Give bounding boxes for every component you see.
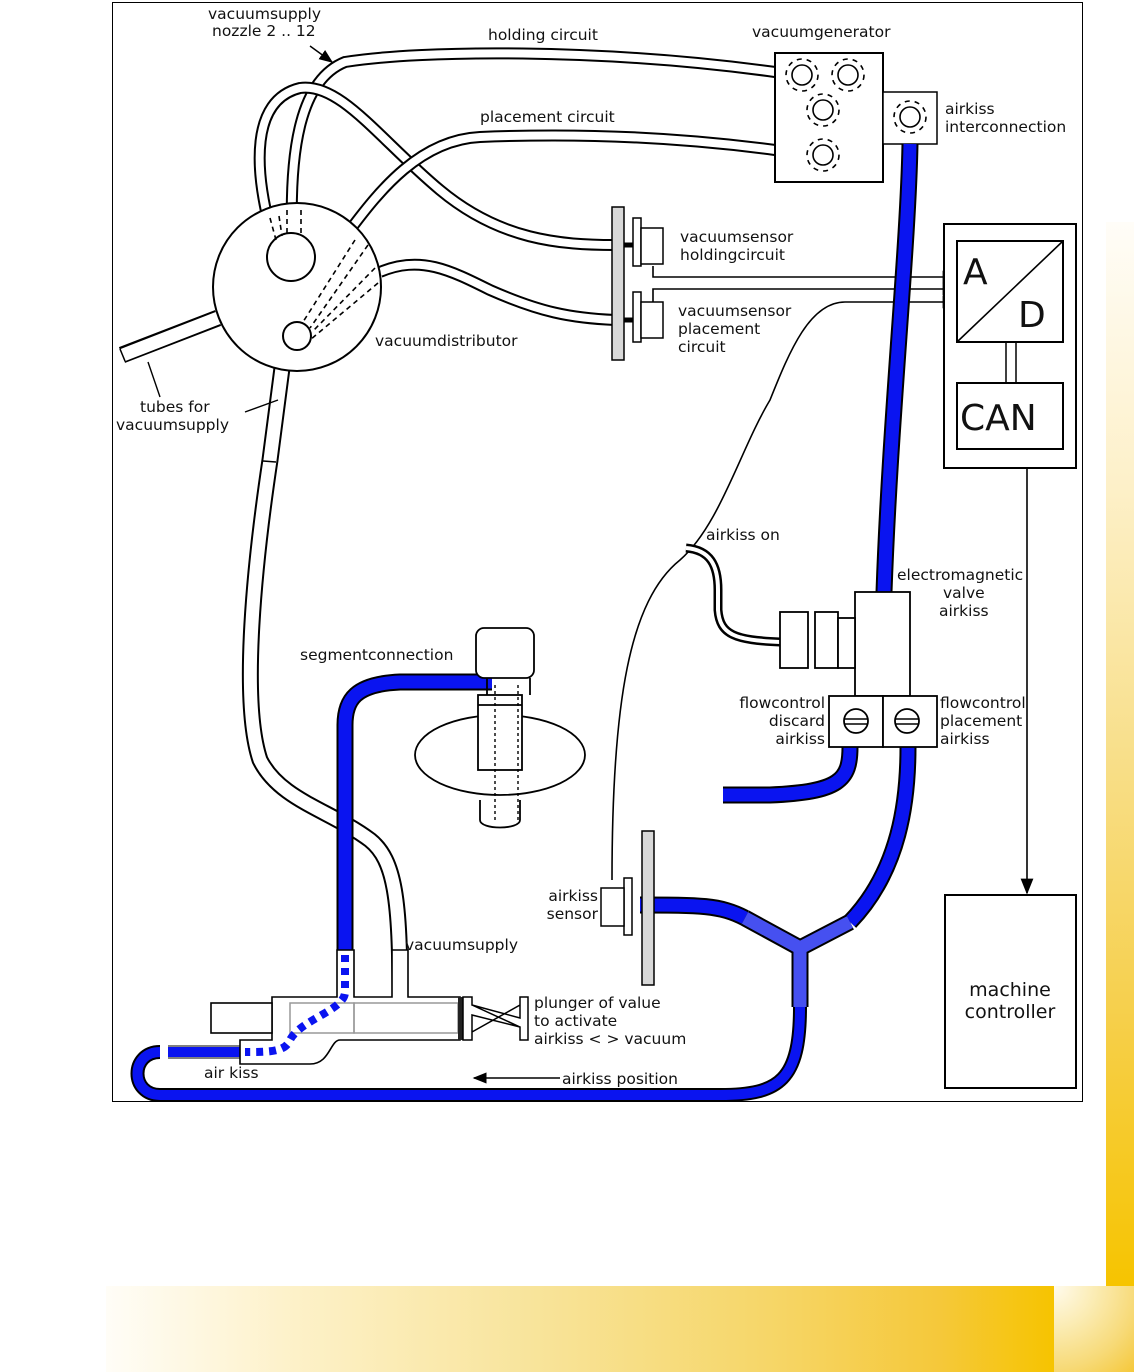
- label-fc-placement: flowcontrol: [940, 694, 1026, 712]
- generator-port: [791, 64, 813, 86]
- holding-circuit-tube: [285, 47, 776, 231]
- vacuum-generator: [774, 52, 938, 183]
- svg-text:airkiss: airkiss: [939, 602, 989, 620]
- generator-port: [812, 99, 834, 121]
- label-vacuumgenerator: vacuumgenerator: [752, 23, 891, 41]
- signal-line-airkiss-sensor: [611, 295, 959, 881]
- label-vacuumsensor-placement: vacuumsensor: [678, 302, 792, 320]
- generator-port: [837, 64, 859, 86]
- label-plunger: plunger of value: [534, 994, 661, 1012]
- machine-controller: [944, 894, 1077, 1089]
- vacuum-tubes: [118, 47, 776, 1001]
- generator-port: [812, 144, 834, 166]
- label-vacuumsupply-nozzle: vacuumsupply: [208, 5, 321, 23]
- label-airkiss-on: airkiss on: [706, 526, 780, 544]
- svg-text:to activate: to activate: [534, 1012, 617, 1030]
- signal-line-placement: [652, 282, 959, 302]
- y-connector: [740, 910, 854, 1007]
- decorative-right-bar: [1106, 222, 1134, 1286]
- label-can: CAN: [960, 398, 1037, 439]
- label-airkiss-sensor: airkiss: [548, 887, 598, 905]
- label-em-valve: electromagnetic: [897, 566, 1023, 584]
- holding-sensor-tube: [253, 81, 616, 251]
- label-placement-circuit: placement circuit: [480, 108, 615, 126]
- placement-sensor-tube: [377, 258, 616, 326]
- svg-text:vacuumsupply: vacuumsupply: [116, 416, 229, 434]
- airkiss-interconnection-port: [899, 106, 921, 128]
- vacuum-sensors: [611, 206, 959, 881]
- vacuum-distributor: [212, 202, 382, 372]
- labels: vacuumsupply nozzle 2 .. 12 holding circ…: [116, 5, 1066, 1088]
- svg-text:interconnection: interconnection: [945, 118, 1066, 136]
- segment-connection: [414, 627, 586, 829]
- svg-text:nozzle 2 .. 12: nozzle 2 .. 12: [212, 22, 316, 40]
- label-fc-discard: flowcontrol: [739, 694, 825, 712]
- label-ad-d: D: [1018, 295, 1046, 336]
- svg-text:holdingcircuit: holdingcircuit: [680, 246, 785, 264]
- decorative-bottom-bar: [106, 1286, 1054, 1372]
- airkiss-sensor: [600, 830, 655, 986]
- label-tubes-for-vacuumsupply: tubes for: [140, 398, 210, 416]
- label-holding-circuit: holding circuit: [488, 26, 598, 44]
- left-supply-stub: [118, 310, 222, 363]
- airkiss-air-lines: [130, 143, 919, 1102]
- decorative-corner: [1054, 1286, 1134, 1372]
- label-vacuumsupply: vacuumsupply: [405, 936, 518, 954]
- can-interface: [956, 382, 1064, 450]
- placement-circuit-tube: [345, 129, 776, 234]
- adjust-screw-icon: [894, 708, 920, 734]
- diagram-frame: [112, 2, 1083, 1102]
- airkiss-flow-path: [244, 955, 349, 1056]
- plunger-icon: [462, 996, 529, 1041]
- label-airkiss-position: airkiss position: [562, 1070, 678, 1088]
- svg-text:valve: valve: [943, 584, 985, 602]
- svg-text:discard: discard: [769, 712, 825, 730]
- svg-text:airkiss < > vacuum: airkiss < > vacuum: [534, 1030, 686, 1048]
- airkiss-on-cable: [685, 543, 781, 647]
- svg-text:placement: placement: [678, 320, 760, 338]
- distributor-port-large: [266, 232, 316, 282]
- signal-line-holding: [652, 266, 959, 284]
- svg-text:sensor: sensor: [547, 905, 599, 923]
- airkiss-valve: [210, 949, 529, 1065]
- label-air-kiss: air kiss: [204, 1064, 259, 1082]
- pointer-lines: [147, 45, 560, 1084]
- svg-text:placement: placement: [940, 712, 1022, 730]
- label-vacuumsensor-holding: vacuumsensor: [680, 228, 794, 246]
- electromagnetic-valve: [779, 591, 911, 697]
- svg-text:circuit: circuit: [678, 338, 726, 356]
- svg-text:airkiss: airkiss: [940, 730, 990, 748]
- svg-text:controller: controller: [965, 1001, 1056, 1023]
- distributor-port-small: [282, 321, 312, 351]
- label-vacuumdistributor: vacuumdistributor: [375, 332, 518, 350]
- label-machine-controller: machine: [969, 979, 1051, 1001]
- flow-controls: [828, 695, 938, 748]
- ad-can-module: [943, 223, 1077, 895]
- svg-text:airkiss: airkiss: [775, 730, 825, 748]
- label-ad-a: A: [963, 252, 988, 293]
- label-segmentconnection: segmentconnection: [300, 646, 453, 664]
- flowcontrol-discard: [828, 695, 884, 748]
- label-airkiss-interconnection: airkiss: [945, 100, 995, 118]
- vacuumsupply-tube: [241, 366, 409, 1001]
- adjust-screw-icon: [843, 708, 869, 734]
